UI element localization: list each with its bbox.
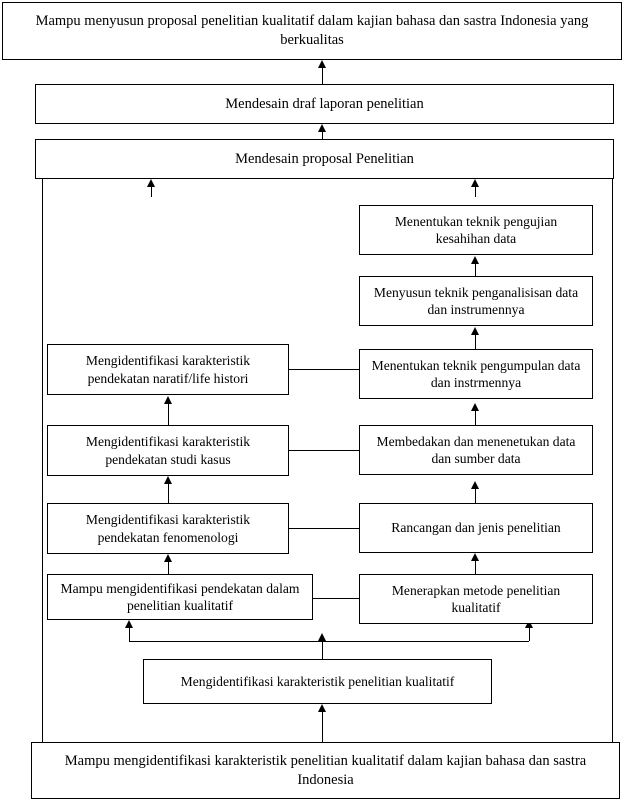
connector-left3-to-left2 [168,484,169,503]
node-right-data-sources-label: Membedakan dan menenetukan data dan sumb… [376,433,576,466]
node-bottom-base-competency[interactable]: Mampu mengidentifikasi karakteristik pen… [31,742,620,799]
node-right-validity-technique-label: Menentukan teknik pengujian kesahihan da… [394,213,558,246]
connector-left2-to-left1 [168,404,169,425]
node-right-research-design[interactable]: Rancangan dan jenis penelitian [359,503,593,553]
arrowhead-bus-to-right6 [525,620,533,628]
arrowhead-draftreport-to-topgoal [318,60,326,68]
arrowhead-designproposal-to-draftreport [318,124,326,132]
connector-crosslink-casestudy-datasources [289,450,359,451]
node-left-case-study-label: Mengidentifikasi karakteristik pendekata… [85,434,251,467]
node-design-proposal[interactable]: Mendesain proposal Penelitian [35,139,614,179]
connector-crosslink-phenomenology-design [289,528,359,529]
node-design-proposal-label: Mendesain proposal Penelitian [235,150,414,167]
node-right-apply-method[interactable]: Menerapkan metode penelitian kualitatif [359,574,593,624]
node-left-narrative-approach-label: Mengidentifikasi karakteristik pendekata… [85,353,251,386]
connector-centerbase-riser [322,641,323,659]
node-left-identify-approach[interactable]: Mampu mengidentifikasi pendekatan dalam … [47,574,313,620]
connector-left4-to-left3 [168,562,169,574]
arrowhead-right5-to-right4 [471,481,479,489]
node-left-phenomenology-label: Mengidentifikasi karakteristik pendekata… [85,512,251,545]
node-right-collection-technique-label: Menentukan teknik pengumpulan data dan i… [371,357,581,390]
connector-bottombase-to-centerbase [322,712,323,742]
connector-right4-to-right3 [475,411,476,425]
connector-left-branch-to-designproposal [151,187,152,197]
node-left-identify-approach-label: Mampu mengidentifikasi pendekatan dalam … [60,580,300,613]
node-left-phenomenology[interactable]: Mengidentifikasi karakteristik pendekata… [47,503,289,554]
connector-right2-to-right1 [475,264,476,276]
connector-bus-to-right6 [529,628,530,641]
connector-designproposal-to-draftreport [322,132,323,139]
node-left-case-study[interactable]: Mengidentifikasi karakteristik pendekata… [47,425,289,476]
arrowhead-left4-to-left3 [164,554,172,562]
arrowhead-left3-to-left2 [164,476,172,484]
connector-crosslink-narrative-collection [289,369,359,370]
connector-right-branch-to-designproposal [475,187,476,197]
node-right-analysis-technique[interactable]: Menyusun teknik penganalisisan data dan … [359,276,593,326]
connector-right-spine [612,179,613,743]
arrowhead-centerbase-to-branches [318,633,326,641]
node-draft-report[interactable]: Mendesain draf laporan penelitian [35,84,614,124]
connector-crosslink-approach-method [313,598,359,599]
node-left-narrative-approach[interactable]: Mengidentifikasi karakteristik pendekata… [47,344,289,395]
arrowhead-bottombase-to-centerbase [318,704,326,712]
connector-left-spine [42,179,43,743]
connector-right3-to-right2 [475,335,476,349]
node-center-identify-characteristics-label: Mengidentifikasi karakteristik penelitia… [180,673,455,689]
arrowhead-right-branch-to-designproposal [471,179,479,187]
connector-right6-to-right5 [475,561,476,574]
connector-centerbase-bus [129,641,529,642]
arrowhead-right6-to-right5 [471,553,479,561]
arrowhead-right4-to-right3 [471,403,479,411]
node-right-research-design-label: Rancangan dan jenis penelitian [391,520,561,536]
node-draft-report-label: Mendesain draf laporan penelitian [225,95,424,112]
node-right-data-sources[interactable]: Membedakan dan menenetukan data dan sumb… [359,425,593,475]
node-right-collection-technique[interactable]: Menentukan teknik pengumpulan data dan i… [359,349,593,399]
arrowhead-right3-to-right2 [471,327,479,335]
arrowhead-left-branch-to-designproposal [147,179,155,187]
node-center-identify-characteristics[interactable]: Mengidentifikasi karakteristik penelitia… [143,659,492,704]
arrowhead-right2-to-right1 [471,256,479,264]
connector-bus-to-left4 [129,628,130,641]
arrowhead-bus-to-left4 [125,620,133,628]
node-top-goal[interactable]: Mampu menyusun proposal penelitian kuali… [2,2,622,60]
connector-draftreport-to-topgoal [322,68,323,84]
arrowhead-left2-to-left1 [164,396,172,404]
node-right-validity-technique[interactable]: Menentukan teknik pengujian kesahihan da… [359,205,593,255]
connector-right5-to-right4 [475,489,476,503]
node-right-apply-method-label: Menerapkan metode penelitian kualitatif [391,582,561,615]
node-right-analysis-technique-label: Menyusun teknik penganalisisan data dan … [373,284,579,317]
node-top-goal-label: Mampu menyusun proposal penelitian kuali… [35,13,589,48]
node-bottom-base-competency-label: Mampu mengidentifikasi karakteristik pen… [64,752,587,788]
